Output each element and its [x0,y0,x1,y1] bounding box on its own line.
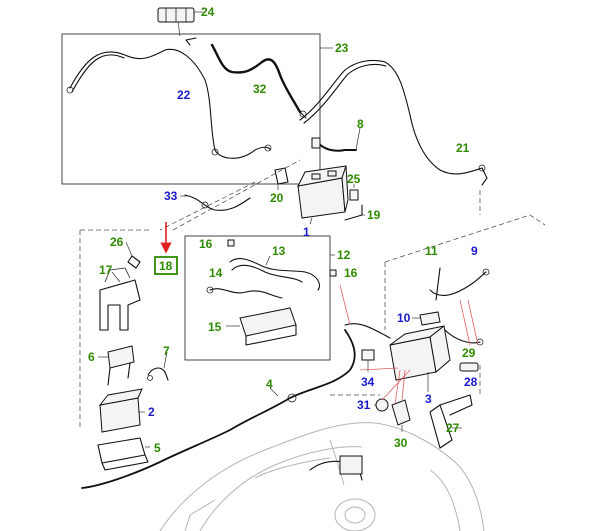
cable-7 [147,351,169,381]
part-34 [361,349,375,372]
vehicle-outline-icon [159,422,485,531]
callout-14[interactable]: 14 [209,266,223,280]
bracket-10 [412,311,441,326]
harness-under-vehicle [309,455,363,481]
battery-2 [98,388,145,433]
callout-28[interactable]: 28 [464,375,478,389]
clip-26 [125,241,141,269]
callout-5[interactable]: 5 [154,441,161,455]
wiring-harness-21 [299,59,488,186]
callout-17[interactable]: 17 [99,263,113,277]
callout-13[interactable]: 13 [272,244,286,258]
wiring-harness-22 [66,37,272,159]
callout-21[interactable]: 21 [456,141,470,155]
callout-7[interactable]: 7 [163,344,170,358]
harness-14 [206,286,283,299]
callout-32[interactable]: 32 [253,82,267,96]
callout-4[interactable]: 4 [266,377,273,391]
battery-3 [389,325,451,392]
battery-icon [297,165,349,225]
callout-11[interactable]: 11 [425,244,438,258]
callout-10[interactable]: 10 [397,311,411,325]
highlight-box-18 [154,256,178,275]
callout-9[interactable]: 9 [471,244,478,258]
callout-30[interactable]: 30 [394,436,408,450]
tray-5 [97,437,150,471]
callout-34[interactable]: 34 [361,375,375,389]
callout-20[interactable]: 20 [270,191,284,205]
cable-end-8 [311,127,361,152]
callout-15[interactable]: 15 [208,320,222,334]
callout-23[interactable]: 23 [335,41,349,55]
callout-26[interactable]: 26 [110,235,124,249]
harness-4 [81,329,356,489]
callout-19[interactable]: 19 [367,208,381,222]
callout-18[interactable]: 18 [159,259,173,273]
bracket-17 [99,267,141,331]
cable-33 [180,194,251,211]
harness-13 [229,255,321,291]
module-6 [98,345,135,386]
callout-1[interactable]: 1 [303,225,310,239]
callout-27[interactable]: 27 [446,421,460,435]
callout-25[interactable]: 25 [347,172,361,186]
module-15 [226,307,297,346]
bracket-20 [274,167,289,190]
part-31 [374,398,389,412]
group-box-23 [61,33,333,185]
red-leaders [339,284,479,405]
callout-labels: 1 2 3 4 5 6 7 8 9 10 11 12 13 14 15 16 1… [88,5,478,455]
callout-12[interactable]: 12 [337,248,351,262]
connector-24 [157,7,203,37]
strap-19 [344,204,365,221]
callout-22[interactable]: 22 [177,88,191,102]
callout-2[interactable]: 2 [148,405,155,419]
callout-6[interactable]: 6 [88,350,95,364]
callout-29[interactable]: 29 [462,346,476,360]
clamp-25 [349,184,359,201]
bracket-27 [429,394,473,449]
callout-33[interactable]: 33 [164,189,178,203]
callout-16a[interactable]: 16 [199,237,213,251]
callout-24[interactable]: 24 [201,5,215,19]
wiring-harness-32 [210,43,307,119]
clip-16 [227,239,337,277]
callout-16b[interactable]: 16 [344,266,358,280]
dashed-guides [79,159,546,430]
callout-3[interactable]: 3 [425,392,432,406]
group-box-12 [184,235,335,361]
part-30 [391,399,411,432]
callout-31[interactable]: 31 [357,398,371,412]
callout-8[interactable]: 8 [357,117,364,131]
part-28 [459,362,479,372]
